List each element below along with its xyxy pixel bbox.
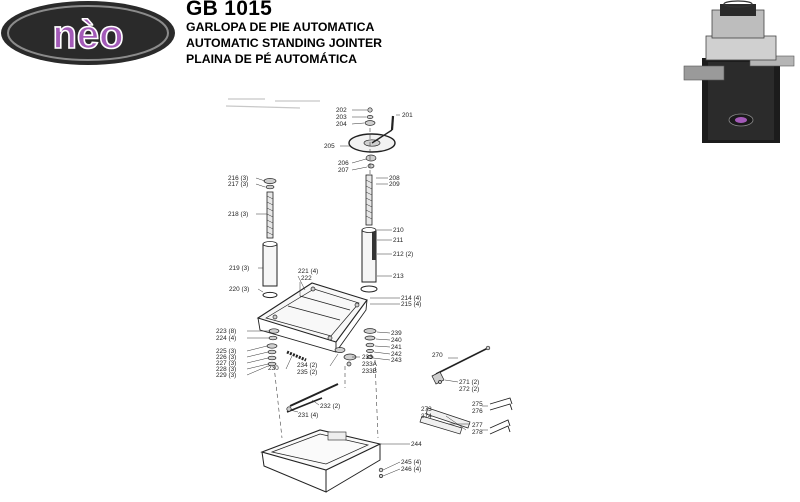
subtitle-english: AUTOMATIC STANDING JOINTER (186, 36, 383, 50)
label-235: 235 (2) (297, 369, 317, 376)
label-277: 277 (472, 422, 483, 429)
label-209: 209 (389, 181, 400, 188)
label-223: 223 (8) (216, 328, 236, 335)
label-210: 210 (393, 227, 404, 234)
label-228: 228 (3) (216, 366, 236, 373)
logo-ring (7, 5, 169, 61)
label-245: 245 (4) (401, 459, 421, 466)
label-231: 231 (4) (298, 412, 318, 419)
label-227: 227 (3) (216, 360, 236, 367)
label-275: 275 (472, 401, 483, 408)
label-203: 203 (336, 114, 347, 121)
label-221: 221 (4) (298, 268, 318, 275)
lead-screw (365, 174, 373, 226)
drive-chain (286, 350, 307, 362)
left-column-assembly (262, 178, 278, 299)
logo-text: nèo (52, 13, 123, 57)
label-230: 230 (268, 365, 279, 372)
right-column-assembly (360, 174, 378, 293)
label-276: 276 (472, 408, 483, 415)
label-213: 213 (393, 273, 404, 280)
part-labels: 202 203 204 201 205 206 207 208 209 210 … (216, 107, 483, 473)
label-220: 220 (3) (229, 286, 249, 293)
logo-outer-oval (1, 1, 175, 65)
label-208: 208 (389, 175, 400, 182)
label-246: 246 (4) (401, 466, 421, 473)
neo-logo: nèo (1, 1, 175, 65)
handwheel (723, 0, 753, 8)
label-204: 204 (336, 121, 347, 128)
label-215: 215 (4) (401, 301, 421, 308)
subtitle-portuguese: PLAINA DE PÉ AUTOMÁTICA (186, 52, 358, 66)
label-202: 202 (336, 107, 347, 114)
model-number: GB 1015 (186, 0, 273, 20)
label-278: 278 (472, 429, 483, 436)
label-270: 270 (432, 352, 443, 359)
label-243: 243 (391, 357, 402, 364)
label-207: 207 (338, 167, 349, 174)
leader-lines (246, 109, 488, 477)
handwheel-assembly (348, 107, 396, 169)
label-244: 244 (411, 441, 422, 448)
label-233a: 233A (362, 361, 378, 368)
label-271: 271 (2) (459, 379, 479, 386)
base-frame (260, 429, 384, 493)
bracket-parts (419, 397, 513, 435)
label-229: 229 (3) (216, 372, 236, 379)
product-photo (683, 0, 795, 143)
label-206: 206 (338, 160, 349, 167)
label-241: 241 (391, 344, 402, 351)
label-232: 232 (2) (320, 403, 340, 410)
label-217: 217 (3) (228, 181, 248, 188)
label-233b: 233B (362, 368, 377, 375)
table-frame (256, 282, 368, 353)
lever-assembly (431, 345, 491, 385)
label-224: 224 (4) (216, 335, 236, 342)
label-201: 201 (402, 112, 413, 119)
label-218: 218 (3) (228, 211, 248, 218)
subtitle-spanish: GARLOPA DE PIE AUTOMATICA (186, 20, 375, 34)
sprockets (334, 347, 357, 367)
label-225: 225 (3) (216, 348, 236, 355)
label-214: 214 (4) (401, 295, 421, 302)
label-234: 234 (2) (297, 362, 317, 369)
left-washer-stack (266, 328, 280, 367)
label-239: 239 (391, 330, 402, 337)
handle (390, 115, 395, 131)
label-242: 242 (391, 351, 402, 358)
right-washer-stack (363, 328, 377, 359)
label-212: 212 (2) (393, 251, 413, 258)
infeed-table (683, 65, 725, 81)
label-205: 205 (324, 143, 335, 150)
label-216: 216 (3) (228, 175, 248, 182)
label-273: 273 (421, 406, 432, 413)
label-211: 211 (393, 237, 404, 244)
label-272: 272 (2) (459, 386, 479, 393)
label-219: 219 (3) (229, 265, 249, 272)
label-222: 222 (301, 275, 312, 282)
label-226: 226 (3) (216, 354, 236, 361)
label-274: 274 (421, 413, 432, 420)
label-233: 233 (362, 354, 373, 361)
label-240: 240 (391, 337, 402, 344)
